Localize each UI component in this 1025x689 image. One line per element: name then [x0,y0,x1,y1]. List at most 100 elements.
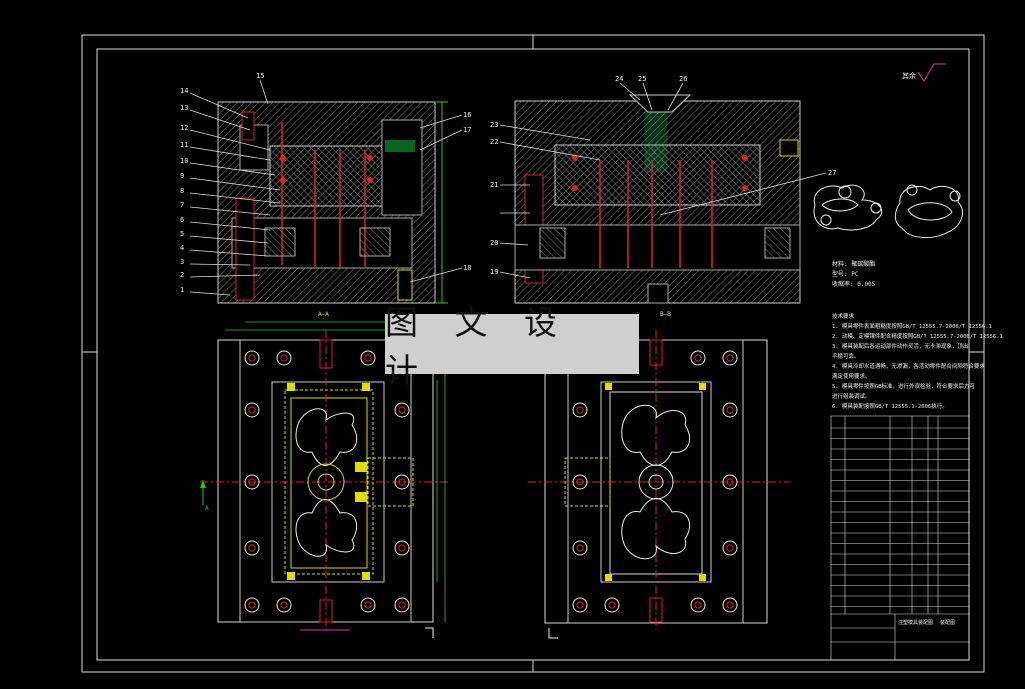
hole [572,402,588,418]
hole-center [576,601,584,609]
hole-center [726,478,734,486]
tech-req-line: 2. 动模、定模镶件配合精度按照GB/T 12555.7-2006/T 1255… [832,332,1003,340]
hole [722,540,738,556]
callout-16: 16 [463,111,471,119]
tech-req-line: 平稳可靠。 [832,352,860,360]
hole [244,350,260,366]
hole [394,474,410,490]
hole [572,597,588,613]
callout-20: 20 [490,239,498,247]
callout-6: 6 [180,216,184,224]
tech-req-line: 进行组装调试。 [832,392,871,400]
hole-center [398,406,406,414]
hole [276,350,292,366]
callout-18: 18 [463,264,471,272]
hole [722,474,738,490]
section-view-left: 14 13 12 11 10 9 8 7 6 5 4 3 2 1 15 16 1… [180,72,471,318]
hole [572,540,588,556]
callout-11: 11 [180,141,188,149]
technical-requirements: 技术要求 1. 模具零件表面粗糙度按照GB/T 12555.7-2006/T 1… [832,312,1003,410]
callout-5: 5 [180,230,184,238]
hole [360,350,376,366]
hole [244,597,260,613]
hole-center [398,478,406,486]
hole-center [726,601,734,609]
callout-2: 2 [180,271,184,279]
hole-center [364,354,372,362]
callout-10: 10 [180,157,188,165]
tech-req-line: 6. 模具装配按照GB/T 12555.1-2006执行。 [832,402,948,410]
hole-center [280,354,288,362]
tech-req-line: 1. 模具零件表面粗糙度按照GB/T 12555.7-2006/T 12556.… [832,322,992,330]
callout-24: 24 [615,75,623,83]
bill-of-materials [830,415,970,661]
callout-26: 26 [679,75,687,83]
svg-text:其余: 其余 [902,71,916,80]
hole [244,540,260,556]
callout-9: 9 [180,172,184,180]
callout-13: 13 [180,104,188,112]
hole-center [576,478,584,486]
roughness-symbol: 其余 [902,63,946,82]
callout-14: 14 [180,87,188,95]
callout-3: 3 [180,258,184,266]
hole [572,474,588,490]
title-block-name: 注塑模具装配图 [898,619,933,626]
callout-4: 4 [180,244,184,252]
hole-center [280,601,288,609]
hole [722,597,738,613]
callout-19: 19 [490,268,498,276]
tech-req-line: 满足使用要求。 [832,372,871,380]
view-arrow-label: A [205,505,209,512]
hole-center [398,544,406,552]
callout-15: 15 [256,72,264,80]
plan-view-right [528,330,790,639]
hole [690,350,706,366]
title-block-type: 装配图 [940,619,955,626]
hole [604,597,620,613]
tech-req-line: 3. 模具装配后各运动部件动作灵活，无卡滞现象，顶出 [832,342,968,350]
watermark-banner: 图 文 设 计 [385,303,639,390]
hole-center [364,601,372,609]
section-view-right: 24 25 26 23 22 21 20 19 27 B—B [490,75,836,318]
callout-12: 12 [180,124,188,132]
hole-center [248,544,256,552]
section-label-a: A—A [318,311,329,318]
callout-1: 1 [180,286,184,294]
hole-center [694,354,702,362]
callout-25: 25 [638,75,646,83]
callout-8: 8 [180,187,184,195]
hole-center [694,601,702,609]
hole-center [248,478,256,486]
hole [244,474,260,490]
hole-center [248,354,256,362]
hole [722,402,738,418]
hole-center [576,406,584,414]
callout-21: 21 [490,181,498,189]
section-label-b: B—B [660,311,671,318]
part-material: 材料: 聚碳酸酯 [832,260,875,268]
hole [360,597,376,613]
callout-17: 17 [463,126,471,134]
hole [690,597,706,613]
part-shrinkage: 收缩率: 0.005 [832,280,876,288]
callout-23: 23 [490,121,498,129]
hole [394,540,410,556]
part-model: 型号: PC [832,270,859,278]
hole-center [248,601,256,609]
tech-req-line: 5. 模具零件按照GB标准，进行外观检验，符合要求后方可 [832,382,976,390]
callout-27: 27 [828,169,836,177]
hole [394,402,410,418]
hole-center [726,544,734,552]
hole-center [726,406,734,414]
hole-center [398,601,406,609]
callout-22: 22 [490,138,498,146]
hole [276,597,292,613]
hole-center [248,406,256,414]
hole-center [726,354,734,362]
hole-center [608,601,616,609]
callout-7: 7 [180,201,184,209]
tech-req-title: 技术要求 [832,312,855,320]
part-isometric-views [813,184,963,238]
